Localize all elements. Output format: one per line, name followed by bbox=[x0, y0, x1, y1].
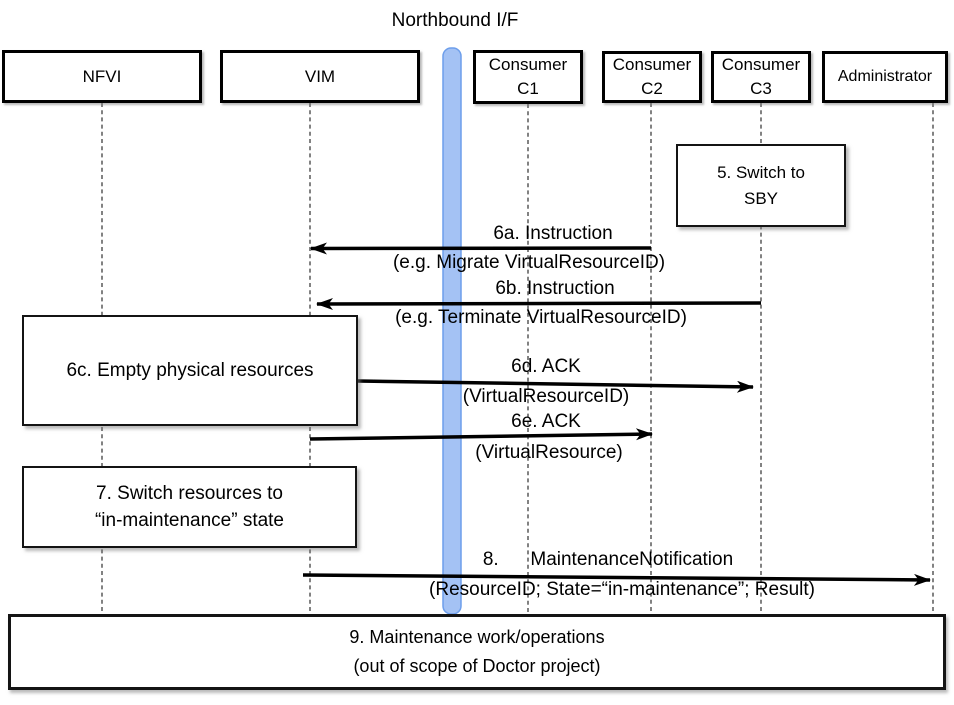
actor-label-consumer-c2-line2: C2 bbox=[641, 79, 663, 98]
note-box-7-switch-resources: 7. Switch resources to “in-maintenance” … bbox=[22, 466, 357, 548]
message-arrow-6a bbox=[310, 242, 652, 255]
message-label-6e: 6e. ACK bbox=[511, 411, 581, 432]
actor-label-nfvi: NFVI bbox=[82, 66, 122, 86]
actor-box-consumer-c1: Consumer C1 bbox=[473, 50, 583, 104]
note-5-line2: SBY bbox=[743, 188, 779, 208]
actor-label-consumer-c3-line2: C3 bbox=[750, 79, 772, 98]
note-9-line1: 9. Maintenance work/operations bbox=[349, 627, 605, 647]
actor-label-consumer-c2-line1: Consumer bbox=[612, 55, 692, 74]
message-label-6a: 6a. Instruction bbox=[493, 223, 613, 244]
message-param-6d: (VirtualResourceID) bbox=[462, 386, 630, 407]
actor-box-vim: VIM bbox=[220, 50, 420, 103]
message-arrow-8 bbox=[302, 573, 931, 586]
note-9-line2: (out of scope of Doctor project) bbox=[353, 656, 601, 676]
actor-label-vim: VIM bbox=[304, 66, 336, 86]
actor-box-consumer-c2: Consumer C2 bbox=[602, 51, 702, 103]
northbound-if-bar bbox=[442, 47, 462, 615]
note-box-9-maintenance-work: 9. Maintenance work/operations (out of s… bbox=[8, 614, 946, 690]
actor-label-consumer-c3-line1: Consumer bbox=[721, 55, 801, 74]
note-box-6c-empty-physical-resources: 6c. Empty physical resources bbox=[22, 315, 358, 426]
actor-box-consumer-c3: Consumer C3 bbox=[711, 51, 811, 103]
message-param-6b: (e.g. Terminate VirtualResourceID) bbox=[395, 307, 687, 328]
message-param-6e: (VirtualResource) bbox=[475, 442, 623, 463]
note-box-5-switch-to-sby: 5. Switch to SBY bbox=[676, 144, 846, 227]
actor-label-consumer-c1-line1: Consumer bbox=[488, 55, 568, 74]
note-5-line1: 5. Switch to bbox=[717, 162, 805, 182]
message-label-6b: 6b. Instruction bbox=[495, 278, 615, 299]
message-param-6a: (e.g. Migrate VirtualResourceID) bbox=[392, 252, 666, 273]
note-7-line2: “in-maintenance” state bbox=[94, 510, 285, 531]
message-label-6d: 6d. ACK bbox=[511, 356, 581, 377]
note-6c-text: 6c. Empty physical resources bbox=[66, 360, 314, 381]
actor-label-administrator: Administrator bbox=[837, 68, 933, 85]
message-arrow-6b bbox=[316, 297, 762, 310]
message-param-8: (ResourceID; State=“in-maintenance”; Res… bbox=[429, 579, 815, 600]
note-7-line1: 7. Switch resources to bbox=[96, 483, 283, 504]
message-arrow-6d bbox=[357, 379, 754, 393]
actor-box-administrator: Administrator bbox=[822, 51, 948, 103]
message-label-8: 8. MaintenanceNotification bbox=[482, 549, 734, 570]
actor-box-nfvi: NFVI bbox=[2, 50, 202, 103]
northbound-if-title: Northbound I/F bbox=[391, 10, 519, 31]
actor-label-consumer-c1-line2: C1 bbox=[517, 79, 539, 98]
message-arrow-6e bbox=[309, 428, 653, 441]
